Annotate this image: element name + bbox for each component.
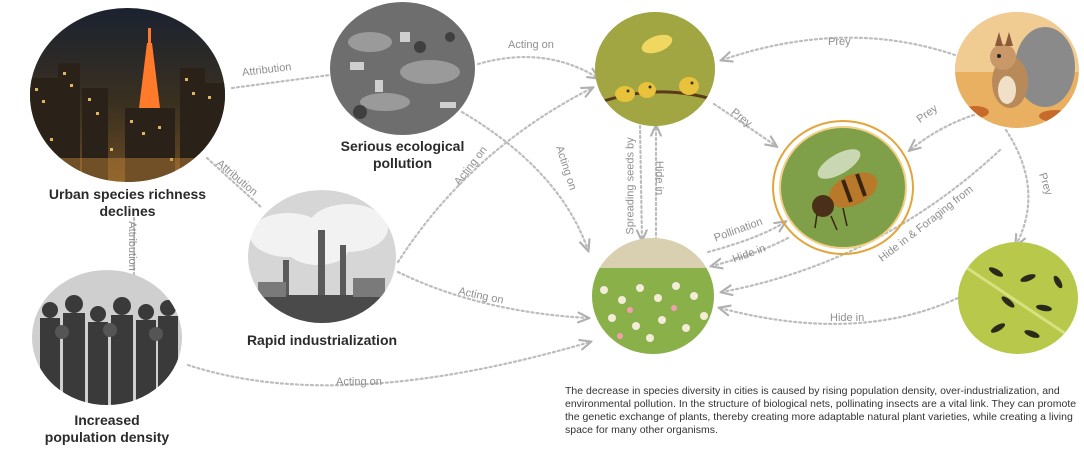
label-acting-on-birds: Acting on [508,39,554,51]
ants-on-leaf-icon [958,242,1078,354]
urban-title: Urban species richness declines [30,186,225,220]
edge-acting-on-birds [476,56,598,78]
edge-pollination [706,222,785,254]
edge-attribution-diag [205,156,264,210]
bee-icon [781,128,905,247]
edge-prey-birds-bee [712,102,776,146]
edge-hide-in-ants [720,294,964,326]
edge-prey-top [722,36,957,60]
edge-acting-on-population [186,342,590,387]
edge-prey-squirrel-bee [910,113,976,150]
label-acting-on-population: Acting on [336,376,382,388]
urban-title-line1: Urban species richness [48,186,207,202]
urban-title-line2: declines [99,203,156,219]
flower-meadow-icon [592,238,714,354]
edge-acting-on-flowers-down [460,110,588,250]
industrial-title: Rapid industrialization [246,332,398,348]
population-title-line1: Increased [74,412,140,428]
squirrel-icon [955,12,1079,128]
label-prey-top: Prey [828,36,851,48]
label-attribution-vert: Attribution [125,221,138,271]
edge-hide-in-bee [712,236,790,266]
population-title-line2: population density [44,429,170,445]
edge-prey-squirrel-ants [1004,128,1030,245]
edge-attribution-top [230,73,332,90]
edge-spreading-seeds [640,124,642,240]
label-spreading-seeds: Spreading seeds by [624,137,637,235]
label-hide-in-birds: Hide in [653,160,666,196]
edge-acting-on-industrial-flowers [396,270,588,318]
city-night-skyline-icon [30,8,225,182]
crowd-silhouettes-icon [32,270,182,405]
pollution-title: Serious ecological pollution [320,138,485,172]
bee-outer-ring [772,120,914,255]
factory-smokestacks-icon [248,190,396,323]
pollution-title-line1: Serious ecological [340,138,465,154]
edge-acting-on-industrial-up [396,88,592,264]
label-hide-in-ants: Hide in [830,312,865,324]
garbage-pollution-icon [330,2,475,135]
pollution-title-line2: pollution [372,155,433,171]
population-title: Increased population density [22,412,192,446]
birds-on-branch-icon [595,12,715,126]
description-caption: The decrease in species diversity in cit… [565,385,1077,436]
